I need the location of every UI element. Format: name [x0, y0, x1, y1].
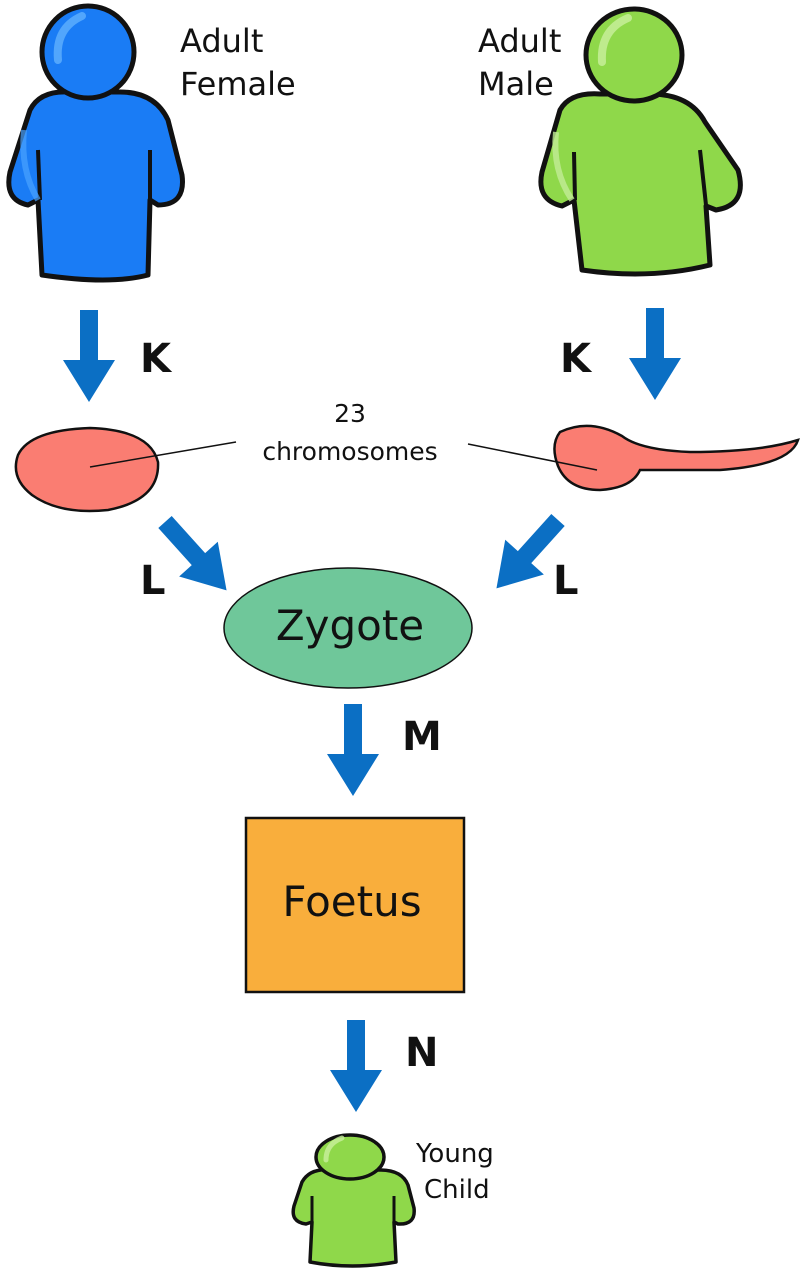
adult-male-label-line2: Male: [478, 65, 554, 103]
label-k-right: K: [560, 336, 593, 382]
sperm-cell-icon: [553, 424, 800, 492]
young-child-label-line2: Child: [424, 1175, 490, 1205]
adult-male-label-line1: Adult: [478, 22, 561, 60]
label-k-left: K: [140, 336, 173, 382]
arrow-k-left: [63, 310, 115, 402]
chromosome-label-line2: chromosomes: [262, 437, 437, 466]
young-child-icon: [291, 1133, 416, 1268]
label-m: M: [402, 714, 442, 760]
adult-male-icon: [538, 6, 743, 277]
zygote-label: Zygote: [276, 601, 424, 650]
arrow-m: [327, 704, 379, 796]
pointer-line-sperm: [467, 443, 598, 471]
label-l-left: L: [140, 558, 166, 604]
arrow-k-right: [629, 308, 681, 400]
zygote-ellipse: [223, 567, 473, 689]
label-l-right: L: [553, 558, 579, 604]
young-child-label-line1: Young: [415, 1139, 494, 1169]
adult-female-icon: [6, 3, 185, 283]
adult-female-label-line2: Female: [180, 65, 296, 103]
arrow-n: [330, 1020, 382, 1112]
pointer-line-egg: [89, 441, 237, 468]
foetus-box: [244, 816, 466, 994]
adult-female-label-line1: Adult: [180, 22, 263, 60]
egg-cell-icon: [14, 426, 160, 513]
foetus-label: Foetus: [282, 877, 421, 926]
chromosome-label-line1: 23: [334, 399, 366, 428]
label-n: N: [405, 1030, 438, 1076]
